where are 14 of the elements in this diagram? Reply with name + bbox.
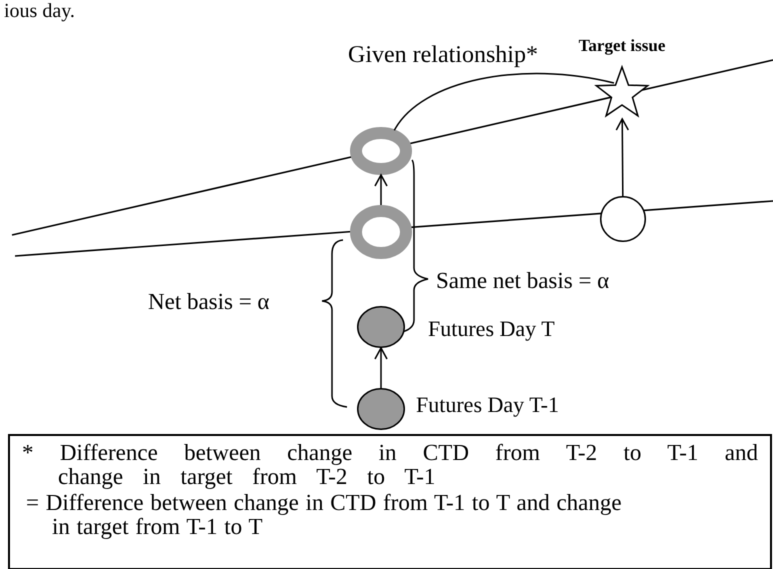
arrow (374, 347, 388, 388)
edge-label: Given relationship* (348, 42, 538, 68)
brace-label: Net basis = α (148, 289, 270, 314)
footnote-text: = Difference between change in CTD from T-1 to T and change in target from T-1 to T (25, 491, 623, 539)
connector-line (394, 72, 614, 131)
arrow (374, 174, 388, 205)
arrow (616, 118, 630, 196)
page-text: ious day. (4, 0, 75, 22)
node-caption: Futures Day T (428, 316, 555, 342)
node-label: Target issue (578, 35, 666, 57)
footnote-box (8, 434, 772, 569)
node-caption: Futures Day T-1 (416, 392, 559, 418)
brace-label: Same net basis = α (436, 268, 610, 293)
footnote-text: * Difference between change in CTD from T-2 to T-1 and change in target from T-2 to T-1 (22, 441, 758, 489)
